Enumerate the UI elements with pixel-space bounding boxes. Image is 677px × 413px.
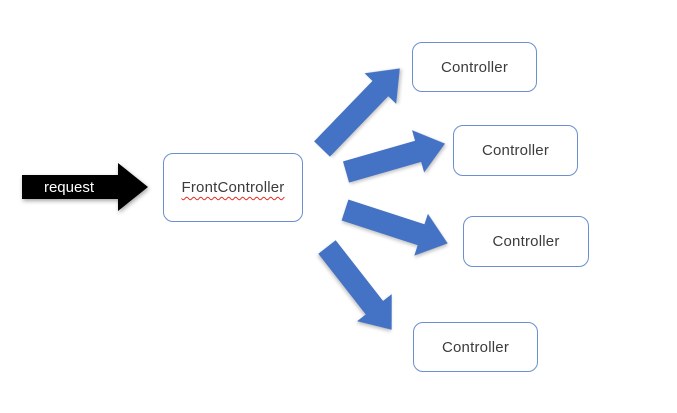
controller-label: Controller bbox=[492, 233, 560, 250]
controller-label: Controller bbox=[440, 58, 509, 76]
arrow-to-controller-3 bbox=[338, 189, 454, 264]
right-block-arrow-icon bbox=[341, 199, 448, 256]
request-arrow-shape bbox=[20, 163, 150, 211]
controller-label: Controller bbox=[441, 338, 510, 356]
front-controller-box: FrontController bbox=[163, 153, 303, 222]
right-block-arrow-icon bbox=[342, 130, 446, 183]
arrow-to-controller-2 bbox=[340, 122, 451, 193]
right-block-arrow-icon bbox=[22, 163, 148, 211]
right-block-arrow-icon bbox=[318, 240, 392, 330]
controller-box-4: Controller bbox=[413, 322, 538, 372]
request-label: request bbox=[43, 178, 95, 196]
arrow-to-controller-4 bbox=[310, 233, 409, 343]
arrow-to-controller-1 bbox=[306, 53, 415, 164]
front-controller-label: FrontController bbox=[181, 179, 285, 196]
controller-box-3: Controller bbox=[463, 216, 589, 267]
right-block-arrow-icon bbox=[314, 68, 400, 157]
controller-box-1: Controller bbox=[412, 42, 537, 92]
controller-box-2: Controller bbox=[453, 125, 578, 176]
controller-label: Controller bbox=[481, 142, 550, 159]
